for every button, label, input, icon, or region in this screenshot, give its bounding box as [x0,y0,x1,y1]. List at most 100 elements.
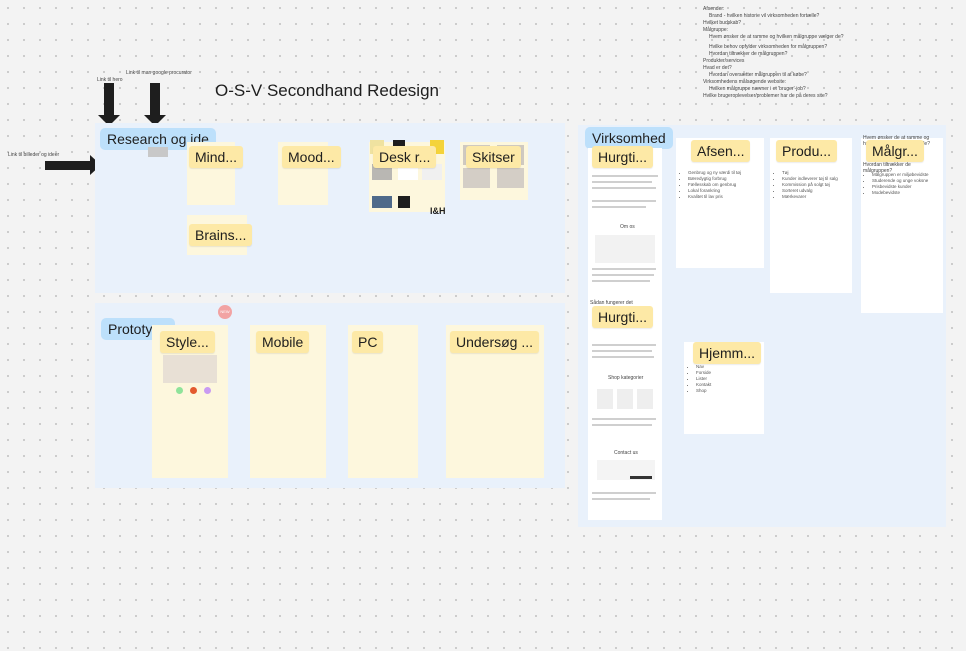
research-section-label[interactable]: Research og ide [100,128,216,150]
sketch-image [497,168,524,188]
desk-research-image [398,196,410,208]
bullet: Genbrug og ny værdi til tøj [688,170,762,176]
sticky-sketches[interactable]: Skitser [466,146,521,168]
sticky-moodboard[interactable]: Mood... [282,146,341,168]
bullet: Bæredygtig forbrug [688,176,762,182]
sticky-quick-facts[interactable]: Hurgti... [592,146,654,168]
text-line [592,187,656,189]
note-line: Hvilket budskab? [703,20,742,26]
sticky-research-test[interactable]: Undersøg ... [450,331,540,353]
bullet: Mærkevarer [782,194,850,200]
contact-form [597,460,655,480]
sticky-brainstorm[interactable]: Brains... [189,224,253,246]
color-swatch [190,387,197,394]
arrow-down-icon[interactable] [98,83,120,126]
note-line: Hvem ønsker de at ramme og hvilken målgr… [709,34,844,40]
bullet: Kontakt [696,382,762,388]
bullet: Lister [696,376,762,382]
styleguide-image [163,355,217,383]
maalgruppe-column [861,138,943,313]
note-line: Produkter/services [703,58,745,64]
category-image [597,389,613,409]
desk-research-image [422,164,442,180]
note-line: Virksomhedens målsøgende website: [703,79,787,85]
contact-submit [630,476,652,479]
sticky-styleguide[interactable]: Style... [160,331,215,353]
produkter-list: Tøj Kunder indleverer tøj til salg Kommi… [774,170,850,200]
text-line [592,344,656,346]
arrow-down-icon[interactable] [144,83,166,126]
desk-research-image [372,164,392,180]
sketch-image [463,168,490,188]
text-line [592,498,650,500]
sticky-desk-research[interactable]: Desk r... [373,146,437,168]
note-line: Målgruppe: [703,27,729,33]
maalgruppe-list: Målgruppen er miljøbevidste Studerende o… [864,172,942,196]
note-line: Hvordan oversætter målgruppen til at køb… [709,72,807,78]
bullet: Forside [696,370,762,376]
sticky-produkter[interactable]: Produ... [776,140,838,162]
doc-heading: Contact us [614,450,638,456]
text-line [592,268,656,270]
reference-image [148,147,168,157]
bullet: Shop [696,388,762,394]
bullet: Lokal forankring [688,188,762,194]
note-line: Hvilke behov opfylder virksomheden for m… [709,44,828,50]
text-line [592,175,658,177]
color-swatch [204,387,211,394]
desk-research-image [393,140,405,150]
text-line [592,280,650,282]
hjemmeside-list: Nav Forside Lister Kontakt Shop [688,364,762,394]
bullet: Målgruppen er miljøbevidste [872,172,942,178]
sticky-mindmap[interactable]: Mind... [189,146,244,168]
bullet: Studerende og unge voksne [872,178,942,184]
board-title: O-S-V Secondhand Redesign [215,81,439,100]
doc-heading: Sådan fungerer det [590,300,633,306]
note-line: Hvad er det? [703,65,732,71]
bullet: Sorteret udvalg [782,188,850,194]
annotation-google: Link til man google procurator [126,70,192,76]
bullet: Kvalitet til lav pris [688,194,762,200]
annotation-images: Link til billeder og ideer [8,152,60,158]
text-line [592,274,654,276]
bullet: Kommission på solgt tøj [782,182,850,188]
bullet: Modebevidste [872,190,942,196]
text-line [592,418,656,420]
bullet: Kunder indleverer tøj til salg [782,176,850,182]
sticky-hjemmeside[interactable]: Hjemm... [693,342,761,364]
note-line: Hvilken målgruppe nævner i et 'bruger'-j… [709,86,806,92]
sticky-quick-facts-2[interactable]: Hurgti... [592,306,654,328]
doc-heading: Shop kategorier [608,375,644,381]
sticky-maalgruppe[interactable]: Målgr... [866,140,924,162]
category-image [617,389,633,409]
note-line: Hvilke brugeroplevelser/problemer har de… [703,93,828,99]
text-line [592,492,656,494]
bullet: Prisbevidste kunder [872,184,942,190]
arrow-right-icon[interactable] [45,155,101,175]
desk-research-image [398,164,418,180]
desk-research-image [372,196,392,208]
sticky-pc[interactable]: PC [352,331,384,353]
new-badge: NEW [218,305,232,319]
website-image [595,235,655,263]
note-line: Brand - hvilken historie vil virksomhede… [709,13,820,19]
text-line [592,350,652,352]
website-screenshot [588,148,662,520]
sticky-mobile[interactable]: Mobile [256,331,310,353]
text-line [592,356,654,358]
text-line [592,206,646,208]
brand-logo: I&H [430,206,446,216]
doc-heading: Om os [620,224,635,230]
target-sub: Hvordan tiltrækker de målgruppen? [863,162,911,174]
annotation-hero: Link til hero [97,77,123,83]
bullet: Fællesskab om genbrug [688,182,762,188]
company-section-label[interactable]: Virksomhed [585,127,673,149]
note-line: Hvordan tiltrækker de målgruppen? [709,51,788,57]
category-image [637,389,653,409]
text-line [592,424,652,426]
sticky-afsender[interactable]: Afsen... [691,140,751,162]
text-line [592,181,652,183]
bullet: Tøj [782,170,850,176]
bullet: Nav [696,364,762,370]
produkter-column [770,138,852,293]
